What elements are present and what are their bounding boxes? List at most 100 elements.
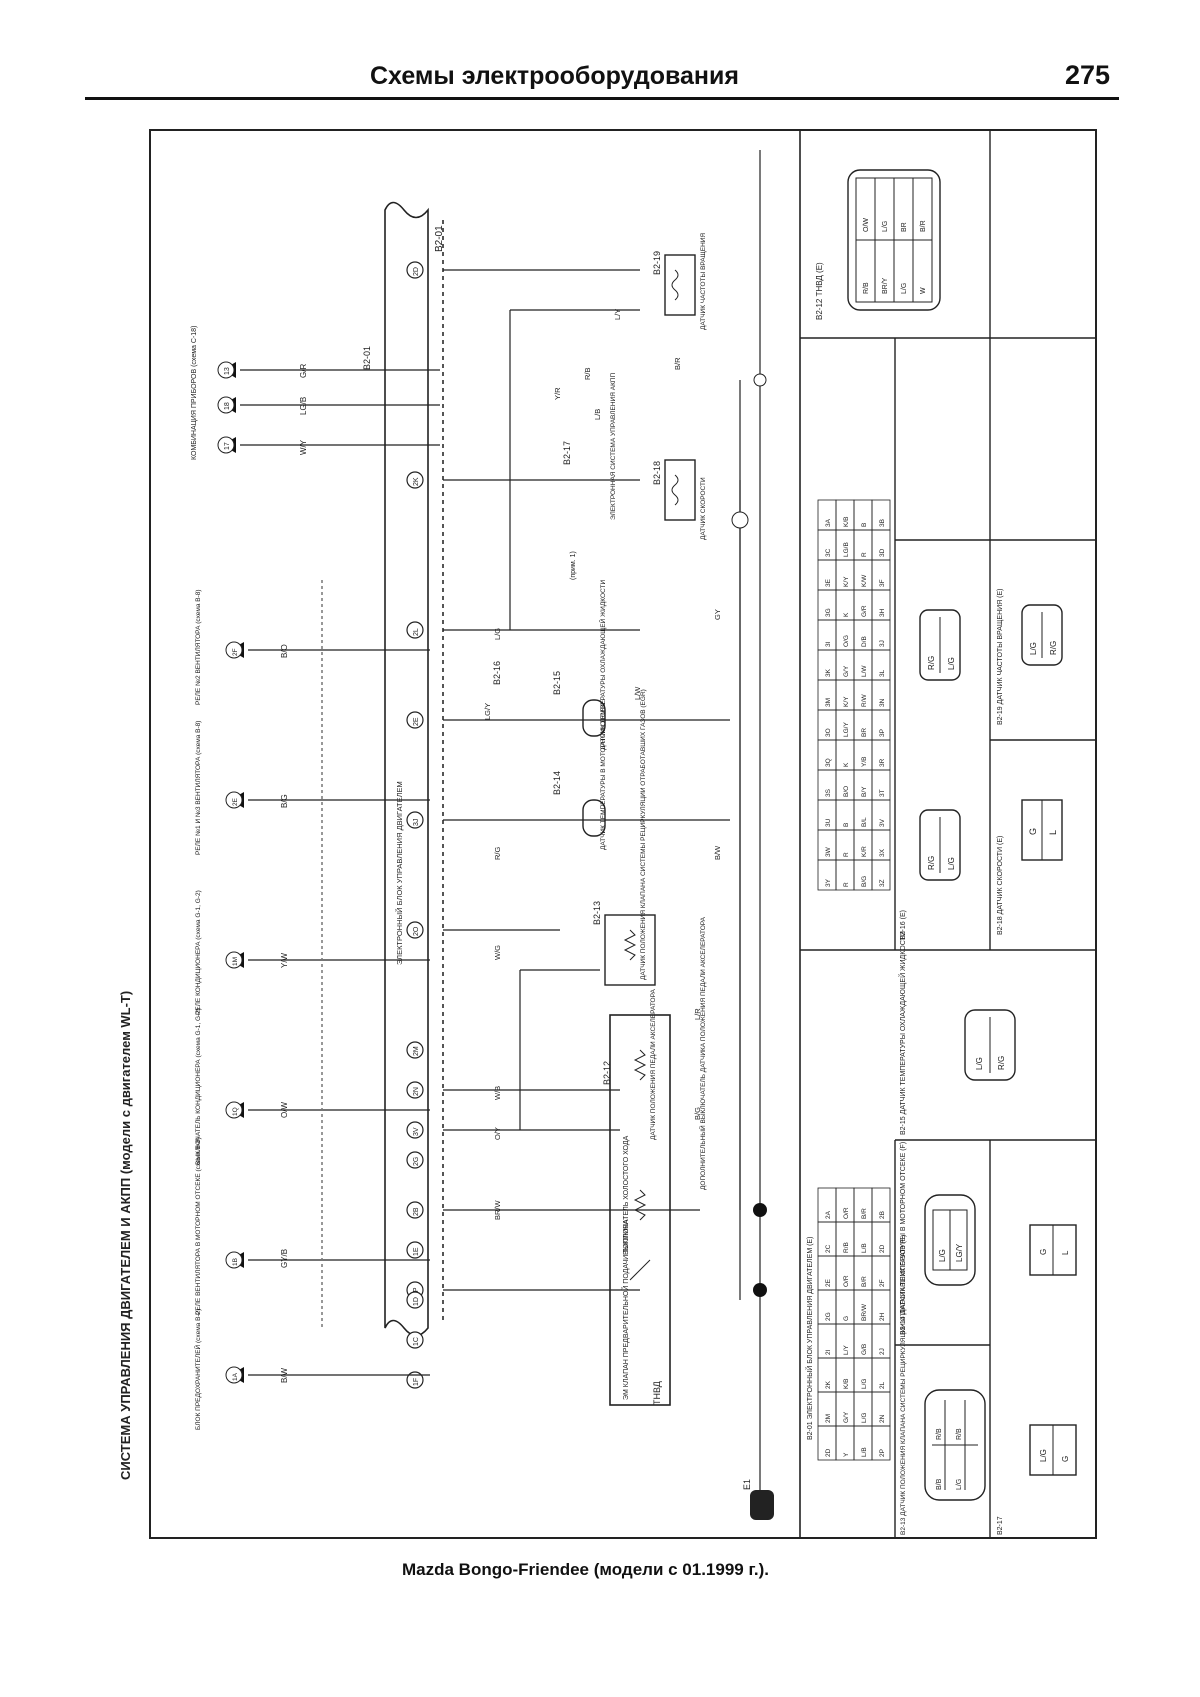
tnvd-label: ТНВД — [652, 1381, 662, 1405]
sensor-id: B2-17 — [562, 441, 572, 465]
b2-17-title: B2-17 — [997, 1516, 1004, 1535]
ground-terminal — [753, 373, 767, 387]
ground-label: E1 — [742, 1479, 752, 1490]
connector-b2-14 — [924, 1194, 976, 1286]
relay-pin-label: 1A — [232, 1372, 239, 1381]
pin-cell-label: O/G — [843, 635, 850, 647]
ecu-pin-circle — [406, 1201, 424, 1219]
relay-wire-label: Y/W — [280, 952, 289, 968]
sensor-id: B2-14 — [552, 771, 562, 795]
ecu-pin-circle — [406, 471, 424, 489]
ecu-pin-label: 2B — [413, 1207, 420, 1216]
pin-cell-label: 3P — [879, 729, 886, 737]
pin-cell-label: 2I — [825, 1349, 832, 1355]
b2-13-pin-1: R/B — [936, 1428, 943, 1440]
pin-cell-label: 2K — [825, 1380, 832, 1389]
ecu-connector-id: B2-01 — [434, 225, 445, 252]
sensor-id: B2-15 — [552, 671, 562, 695]
b2-12-pin: L/G — [882, 221, 889, 232]
pin-cell-label: 3T — [879, 789, 886, 797]
pin-cell-label: L/B — [861, 1447, 868, 1457]
tnvd-content-1: ВЫКЛЮЧАТЕЛЬ ХОЛОСТОГО ХОДА — [623, 1135, 630, 1255]
pin-cell-label: R — [843, 882, 850, 887]
pin-cell-label: 2N — [879, 1414, 886, 1423]
section-title: Схемы электрооборудования — [370, 62, 739, 90]
pin-cell-label: K — [843, 762, 850, 767]
connector-b2-17 — [1029, 1424, 1077, 1476]
pin-cell-label: R/W — [861, 694, 868, 708]
relay-pin-label: 1M — [232, 957, 239, 966]
sensor-id: B2-18 — [652, 461, 662, 485]
relay-pin-label: 1Q — [232, 1107, 239, 1116]
ecu-pin-circle — [406, 621, 424, 639]
pin-cell-label: 2B — [879, 1211, 886, 1219]
pin-cell-label: K/B — [843, 1379, 850, 1389]
ecu-pin-label: 2M — [413, 1046, 420, 1056]
b2-01-table-title: B2-01 ЭЛЕКТРОННЫЙ БЛОК УПРАВЛЕНИЯ ДВИГАТ… — [805, 1237, 814, 1440]
relay-pin-label: 2E — [232, 797, 239, 806]
relay-terminal — [225, 641, 243, 659]
ecu-pin-label: 2O — [413, 926, 420, 936]
pin-cell-label: 3K — [825, 668, 832, 677]
connector-grid — [800, 130, 1096, 1538]
b2-16-pin-2: L/G — [947, 657, 956, 670]
pin-table-b2-01-2: 2D2M2K2I2G2E2C2AYG/YK/BL/YGO/RR/BO/RL/BL… — [817, 1187, 891, 1461]
diagram-frame — [149, 129, 1097, 1539]
relay-terminal — [225, 1251, 243, 1269]
relay-label: ВЫКЛЮЧАТЕЛЬ КОНДИЦИОНЕРА (схема G-1, G-2… — [195, 1008, 202, 1165]
b2-17b-pin-2: L — [1061, 1250, 1070, 1255]
ecu-pin-circle — [406, 261, 424, 279]
pin-cell-label: K/B — [843, 517, 850, 527]
ecu-block — [384, 201, 444, 1337]
connector-b2-17b — [1029, 1224, 1077, 1276]
pin-cell-label: 3A — [825, 518, 832, 527]
sensor-label: ДАТЧИК ПОЛОЖЕНИЯ КЛАПАНА СИСТЕМЫ РЕЦИРКУ… — [640, 689, 647, 980]
pin-cell-label: K/R — [861, 846, 868, 857]
cluster-pin-1: 13 — [224, 367, 231, 375]
pin-cell-label: L/G — [861, 1379, 868, 1389]
pin-cell-label: 2D — [879, 1244, 886, 1253]
pin-cell-label: B/G — [861, 876, 868, 887]
pin-cell-label: G/Y — [843, 1411, 850, 1423]
connector-b2-19 — [1021, 604, 1063, 666]
relay-label: РЕЛЕ ВЕНТИЛЯТОРА В МОТОРНОМ ОТСЕКЕ (схем… — [195, 1137, 202, 1315]
footer-caption: Mazda Bongo-Friendee (модели с 01.1999 г… — [402, 1560, 769, 1579]
pin-cell-label: 3U — [825, 818, 832, 827]
signal-wire-label: LG/Y — [483, 703, 492, 720]
relay-label: РЕЛЕ №1 И №3 ВЕНТИЛЯТОРА (схема B-8) — [195, 721, 202, 855]
sensor-label: ДАТЧИК ПОЛОЖЕНИЯ ПЕДАЛИ АКСЕЛЕРАТОРА — [650, 988, 657, 1140]
b2-19-pin-2: R/G — [1049, 641, 1058, 655]
sensor-id: B2-13 — [592, 901, 602, 925]
pin-cell-label: BR — [861, 728, 868, 737]
cluster-pin-2: 18 — [224, 402, 231, 410]
wire-labels: L/GL/YR/GLG/YW/BO/YBR/WR/BY/RB/RL/BGYB/W… — [483, 309, 722, 1220]
b2-17-pin-1: L/G — [1039, 1449, 1048, 1462]
junction-dot — [753, 1203, 767, 1217]
b2-16-pin-a: R/G — [927, 856, 936, 870]
pin-cell-label: L/B — [861, 1243, 868, 1253]
pin-cell-label: Y — [843, 1452, 850, 1457]
pin-cell-label: R — [861, 552, 868, 557]
page-number: 275 — [1065, 60, 1111, 90]
pin-cell-label: B/Y — [861, 786, 868, 797]
pin-cell-label: 3X — [879, 848, 886, 857]
b2-19-pin-1: L/G — [1029, 642, 1038, 655]
relay-terminal — [225, 951, 243, 969]
b2-15-pin-2: R/G — [997, 1056, 1006, 1070]
cluster-wire-2: LG/B — [299, 397, 308, 415]
sensor-b2-19 — [664, 254, 696, 316]
pin-cell-label: B — [861, 523, 868, 527]
pin-cell-label: 2H — [879, 1312, 886, 1321]
b2-16-pin-b: L/G — [947, 857, 956, 870]
note-label: (прим. 1) — [570, 551, 577, 580]
connector-b2-16 — [919, 809, 961, 881]
pin-cell-label: L/W — [861, 665, 868, 677]
pin-cell-label: 3Q — [825, 758, 832, 767]
sensor-id: B2-16 — [492, 661, 502, 685]
pin-cell-label: 3I — [825, 641, 832, 647]
pin-cell-label: Y/B — [861, 757, 868, 767]
ecu-label: ЭЛЕКТРОННЫЙ БЛОК УПРАВЛЕНИЯ ДВИГАТЕЛЕМ — [395, 781, 404, 965]
pin-cell-label: 2A — [825, 1210, 832, 1219]
pin-cell-label: R — [843, 852, 850, 857]
